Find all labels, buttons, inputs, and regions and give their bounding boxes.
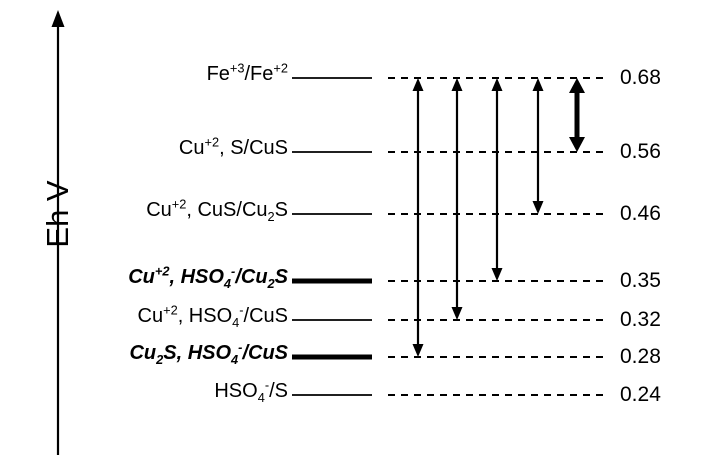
level-value: 0.56: [620, 140, 661, 163]
level-label: Cu+2, S/CuS: [178, 134, 288, 159]
eh-axis-arrow: [51, 10, 65, 455]
arrow-0.68-to-0.28: [412, 78, 424, 357]
level-label: Cu+2, HSO4-/CuS: [137, 302, 288, 330]
arrow-head-down: [491, 268, 503, 281]
level-label: Fe+3/Fe+2: [206, 60, 288, 85]
levels-layer: [292, 77, 606, 396]
level-label: Cu+2, CuS/Cu2S: [146, 196, 288, 224]
level-value: 0.68: [620, 66, 661, 89]
level-value: 0.35: [620, 269, 661, 292]
arrow-0.68-to-0.32: [451, 78, 463, 320]
arrow-head-up: [532, 78, 544, 91]
arrow-head-up: [491, 78, 503, 91]
arrow-head-down: [569, 137, 585, 152]
arrow-0.68-to-0.35: [491, 78, 503, 281]
level-value: 0.24: [620, 383, 661, 406]
level-value: 0.46: [620, 202, 661, 225]
arrow-0.68-to-0.56: [569, 78, 585, 152]
arrow-head-up: [451, 78, 463, 91]
level-value: 0.28: [620, 345, 661, 368]
arrow-head-down: [532, 201, 544, 214]
arrow-0.68-to-0.46: [532, 78, 544, 214]
level-label: Cu2S, HSO4-/CuS: [129, 339, 288, 367]
axis-title: Eh V: [40, 180, 75, 248]
level-label: Cu+2, HSO4-/Cu2S: [128, 263, 288, 291]
level-value: 0.32: [620, 308, 661, 331]
arrow-head-up: [412, 78, 424, 91]
level-label: HSO4-/S: [214, 377, 288, 405]
arrow-head-down: [451, 307, 463, 320]
arrows-layer: [412, 78, 585, 357]
arrow-head-down: [412, 344, 424, 357]
arrow-head-up: [569, 78, 585, 93]
